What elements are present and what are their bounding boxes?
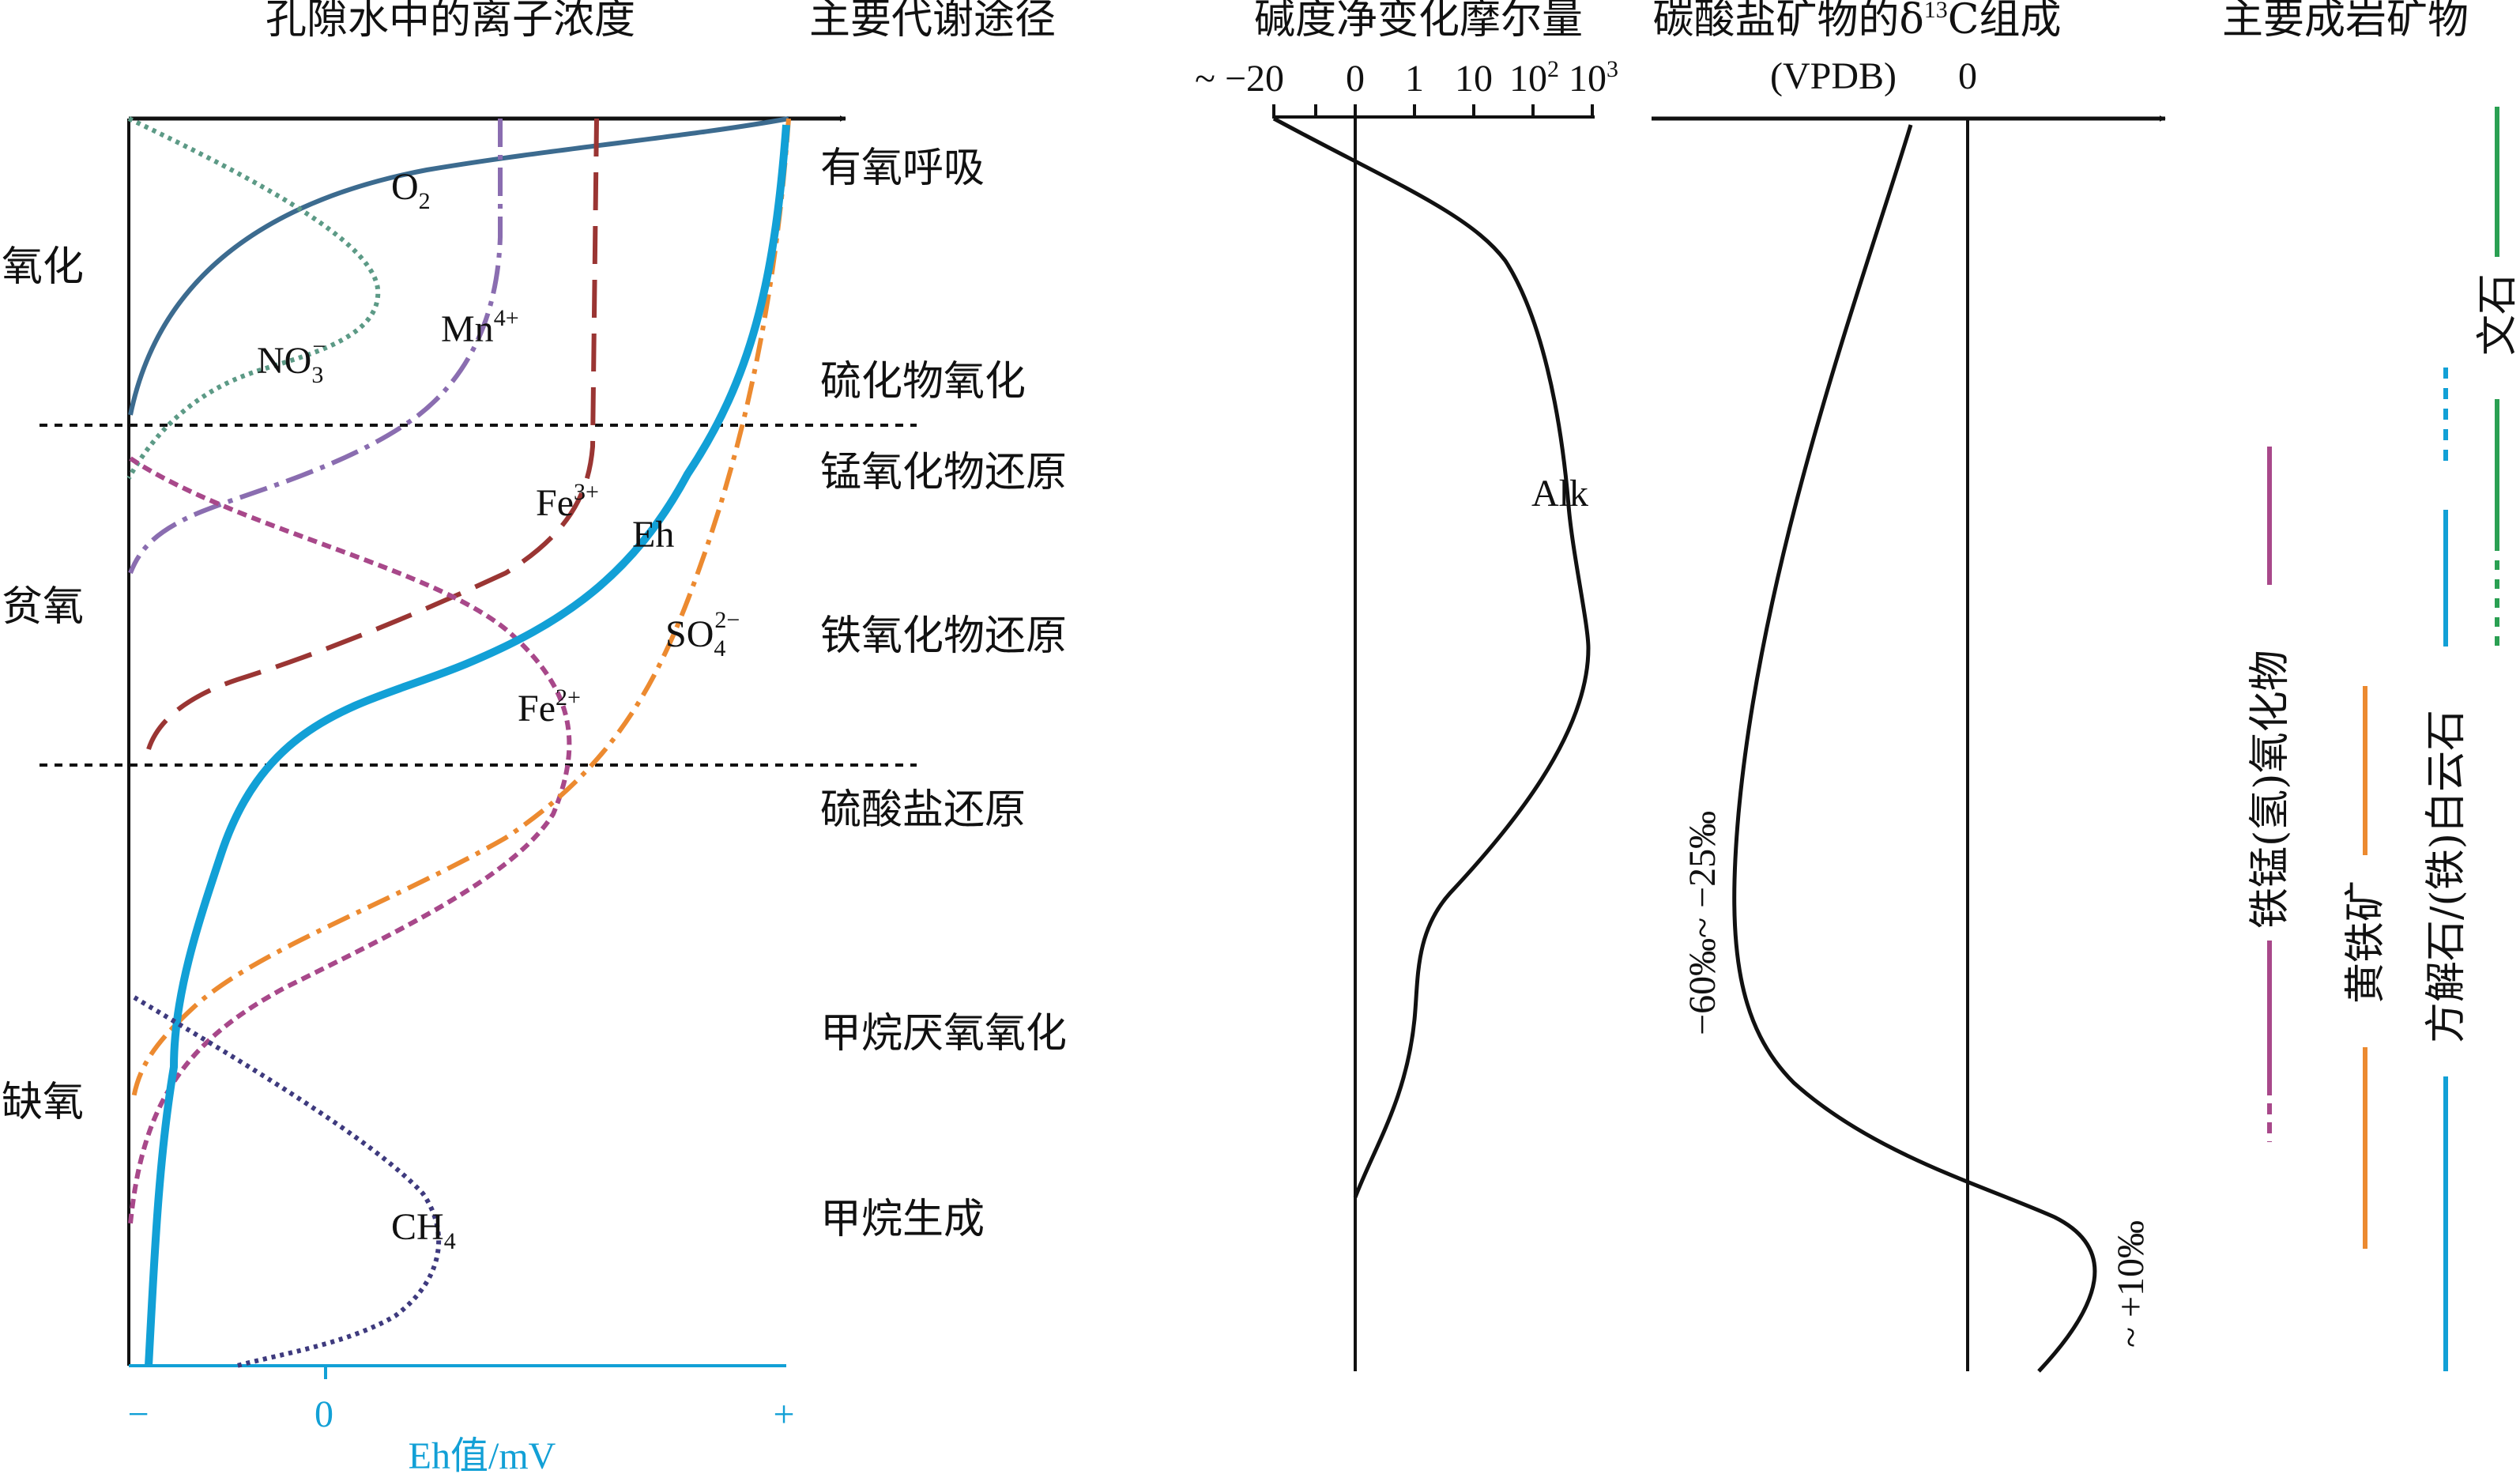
no3-label: NO3− xyxy=(257,334,326,388)
alk-tick-label-neg20: ~ −20 xyxy=(1195,58,1284,100)
alkalinity-curve xyxy=(1272,116,1591,1198)
ch4-label: CH4 xyxy=(391,1206,456,1254)
zone-suboxic-label: 贫氧 xyxy=(2,583,84,631)
alk-tick-label-100: 102 xyxy=(1509,56,1559,100)
eh-curve xyxy=(145,124,790,1367)
pathway-aerobic: 有氧呼吸 xyxy=(820,145,985,192)
mineral-fe-mn-oxide-label: 铁锰(氢)氧化物 xyxy=(2247,650,2294,929)
zone-anoxic-label: 缺氧 xyxy=(2,1079,84,1126)
mineral-calcite-label: 方解石/(铁)白云石 xyxy=(2423,710,2470,1043)
pathway-fe-reduction: 铁氧化物还原 xyxy=(820,613,1067,660)
mineral-pyrite-label: 黄铁矿 xyxy=(2342,880,2390,1004)
eh-tick-plus: + xyxy=(773,1393,794,1435)
alkalinity-header: 碱度净变化摩尔量 xyxy=(1254,0,1583,43)
ion-concentration-header: 孔隙水中的离子浓度 xyxy=(266,0,635,43)
isotope-panel: 0 −60‰~ −25‰ ~ +10‰ xyxy=(1652,55,2166,1373)
alk-curve-label: Alk xyxy=(1531,473,1588,515)
fe2-label: Fe2+ xyxy=(518,684,581,729)
eh-axis-title: Eh值/mV xyxy=(409,1435,556,1474)
so4-label: SO42− xyxy=(665,607,740,662)
isotope-zero-label: 0 xyxy=(1958,55,1977,97)
alk-tick-label-1000: 103 xyxy=(1569,56,1618,100)
o2-label: O2 xyxy=(391,166,431,214)
isotope-range-high: ~ +10‰ xyxy=(2110,1220,2152,1348)
alkalinity-panel: ~ −20 0 1 10 102 103 Alk xyxy=(1195,56,1618,1371)
pathways-header: 主要代谢途径 xyxy=(809,0,1056,43)
carbon-isotope-header: 碳酸盐矿物的δ13C组成 xyxy=(1652,0,2061,43)
alk-tick-label-10: 10 xyxy=(1455,58,1493,100)
eh-tick-zero-label: 0 xyxy=(315,1393,333,1435)
alk-tick-label-1: 1 xyxy=(1405,58,1424,100)
vpdb-label: (VPDB) xyxy=(1770,55,1897,97)
pathway-sulfide-oxidation: 硫化物氧化 xyxy=(820,358,1026,405)
o2-curve xyxy=(128,116,789,416)
so4-curve xyxy=(130,118,791,1103)
alk-tick-label-0: 0 xyxy=(1346,58,1365,100)
ch4-curve xyxy=(133,995,442,1368)
pathway-methanogenesis: 甲烷生成 xyxy=(820,1196,985,1243)
mn-curve xyxy=(128,119,503,575)
fe3-label: Fe3+ xyxy=(536,479,599,524)
zone-oxic-label: 氧化 xyxy=(2,243,84,291)
pathway-mn-reduction: 锰氧化物还原 xyxy=(820,449,1067,496)
fe3-curve xyxy=(146,118,599,750)
isotope-range-low: −60‰~ −25‰ xyxy=(1682,811,1723,1035)
mn-label: Mn4+ xyxy=(441,305,519,350)
eh-tick-minus: − xyxy=(127,1393,149,1435)
fe2-curve xyxy=(128,456,572,1224)
pathway-aom: 甲烷厌氧氧化 xyxy=(820,1010,1067,1057)
minerals-panel: 铁锰(氢)氧化物 黄铁矿 方解石/(铁)白云石 文石 xyxy=(2247,107,2520,1371)
pathways-list: 有氧呼吸 硫化物氧化 锰氧化物还原 铁氧化物还原 硫酸盐还原 甲烷厌氧氧化 甲烷… xyxy=(820,145,1067,1243)
minerals-header: 主要成岩矿物 xyxy=(2222,0,2469,43)
pathway-sulfate-reduction: 硫酸盐还原 xyxy=(820,786,1026,834)
mineral-aragonite-label: 文石 xyxy=(2474,273,2520,356)
isotope-curve xyxy=(1732,124,2097,1373)
ion-panel: O2 NO3− Mn4+ Fe3+ Eh SO42− Fe2+ CH4 氧化 贫… xyxy=(2,115,917,1474)
eh-label: Eh xyxy=(632,514,674,556)
